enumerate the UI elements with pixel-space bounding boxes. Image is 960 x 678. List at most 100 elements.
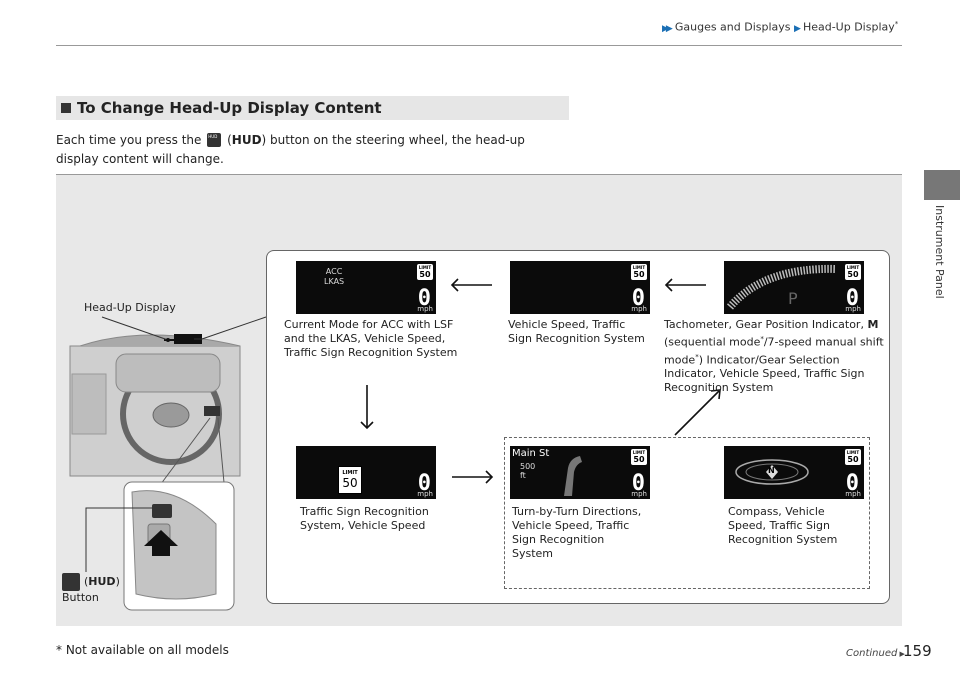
limit-word: LIMIT [846, 265, 860, 270]
speed-unit: mph [417, 305, 433, 313]
limit-value: 50 [633, 270, 645, 279]
limit-word: LIMIT [418, 265, 432, 270]
hud-button-icon [62, 573, 80, 591]
hud-button-closeup [152, 504, 172, 518]
intro-paragraph: Each time you press the (HUD) button on … [56, 127, 556, 169]
compass-icon [735, 459, 809, 485]
navigation-models-box [504, 437, 870, 589]
caption-acc: Current Mode for ACC with LSF and the LK… [284, 318, 458, 359]
breadcrumb-asterisk: * [894, 20, 899, 28]
square-bullet-icon [61, 103, 71, 113]
distance-unit: ft [520, 471, 526, 480]
diagram-top-border [56, 174, 902, 175]
arrow-turn-to-tach [674, 389, 721, 436]
hud-button-word: Button [62, 591, 99, 604]
limit-value: 50 [342, 476, 358, 490]
turn-arrow-icon [564, 456, 582, 496]
intro-button-name: HUD [231, 133, 262, 147]
header-divider [56, 45, 902, 46]
cockpit-illustration [69, 316, 267, 611]
section-heading: To Change Head-Up Display Content [56, 96, 569, 120]
hud-leader-line [101, 316, 169, 341]
limit-value: 50 [847, 455, 859, 464]
speed-unit: mph [631, 305, 647, 313]
limit-value: 50 [633, 455, 645, 464]
gear-position: P [788, 289, 798, 308]
press-arrow-icon [144, 530, 178, 546]
breadcrumb-arrow-icon: ▶ [794, 23, 801, 34]
vehicle-speed: 0 [417, 471, 431, 496]
limit-value: 50 [847, 270, 859, 279]
caption-compass: Compass, Vehicle Speed, Traffic Sign Rec… [728, 505, 838, 546]
caption-tach-line1: Tachometer, Gear Position Indicator, [664, 318, 864, 331]
caption-turn-by-turn: Turn-by-Turn Directions, Vehicle Speed, … [512, 505, 642, 560]
limit-word: LIMIT [632, 450, 646, 455]
caption-speed: Vehicle Speed, Traffic Sign Recognition … [508, 318, 645, 345]
caption-tach-line2c: ) Indicator/Gear Selection Indicator, Ve… [664, 353, 865, 395]
vehicle-speed: 0 [631, 471, 645, 496]
hud-button-label: (HUD) [84, 575, 120, 588]
breadcrumb-parent[interactable]: Gauges and Displays [674, 20, 791, 34]
caption-tach-asterisk: * [760, 335, 764, 343]
caption-traffic-sign: Traffic Sign Recognition System, Vehicle… [300, 505, 429, 532]
speed-unit: mph [417, 490, 433, 498]
acc-line2: LKAS [324, 277, 345, 286]
caption-tachometer: Tachometer, Gear Position Indicator, M (… [664, 318, 890, 395]
left-vent [71, 373, 107, 435]
continued-arrow-icon: ▶ [897, 650, 905, 658]
intro-before: Each time you press the [56, 133, 202, 147]
breadcrumb-arrow-icon: ▶▶ [662, 23, 673, 34]
hud-leader-line-right [201, 316, 267, 340]
speed-unit: mph [631, 490, 647, 498]
hud-button-icon [207, 127, 222, 147]
section-title: To Change Head-Up Display Content [77, 99, 382, 117]
footnote: * Not available on all models [56, 643, 229, 657]
limit-word: LIMIT [846, 450, 860, 455]
hud-unit [174, 334, 202, 344]
limit-value: 50 [419, 270, 431, 279]
steering-hub [152, 402, 190, 428]
limit-word: LIMIT [342, 470, 358, 476]
section-tab [924, 170, 960, 200]
vehicle-speed: 0 [417, 286, 431, 311]
instrument-cluster [115, 353, 221, 393]
limit-word: LIMIT [632, 265, 646, 270]
vehicle-speed: 0 [845, 471, 859, 496]
continued-label: Continued ▶ [846, 648, 905, 659]
distance-value: 500 [520, 462, 536, 471]
street-name: Main St [512, 448, 550, 459]
compass-heading: N [768, 466, 775, 475]
button-leader-line [85, 507, 152, 572]
head-up-display-label: Head-Up Display [84, 301, 176, 314]
speed-unit: mph [845, 305, 861, 313]
hud-button-name: HUD [88, 575, 116, 588]
vehicle-speed: 0 [631, 286, 645, 311]
side-section-label: Instrument Panel [933, 205, 946, 299]
caption-tach-m: M [867, 318, 879, 331]
breadcrumb: ▶▶Gauges and Displays ▶Head-Up Display* [662, 20, 898, 34]
intro-paren: ( [227, 133, 232, 147]
breadcrumb-current[interactable]: Head-Up Display [802, 20, 895, 34]
caption-tach-line2b: /7-speed manual shift mode [664, 335, 884, 367]
caption-tach-line2a: (sequential mode [664, 335, 761, 349]
page-number: 159 [903, 642, 932, 660]
acc-line1: ACC [325, 267, 343, 276]
hud-button-on-wheel [204, 406, 220, 416]
intro-after: ) button on the steering wheel, the head… [56, 133, 525, 166]
speed-unit: mph [845, 490, 861, 498]
